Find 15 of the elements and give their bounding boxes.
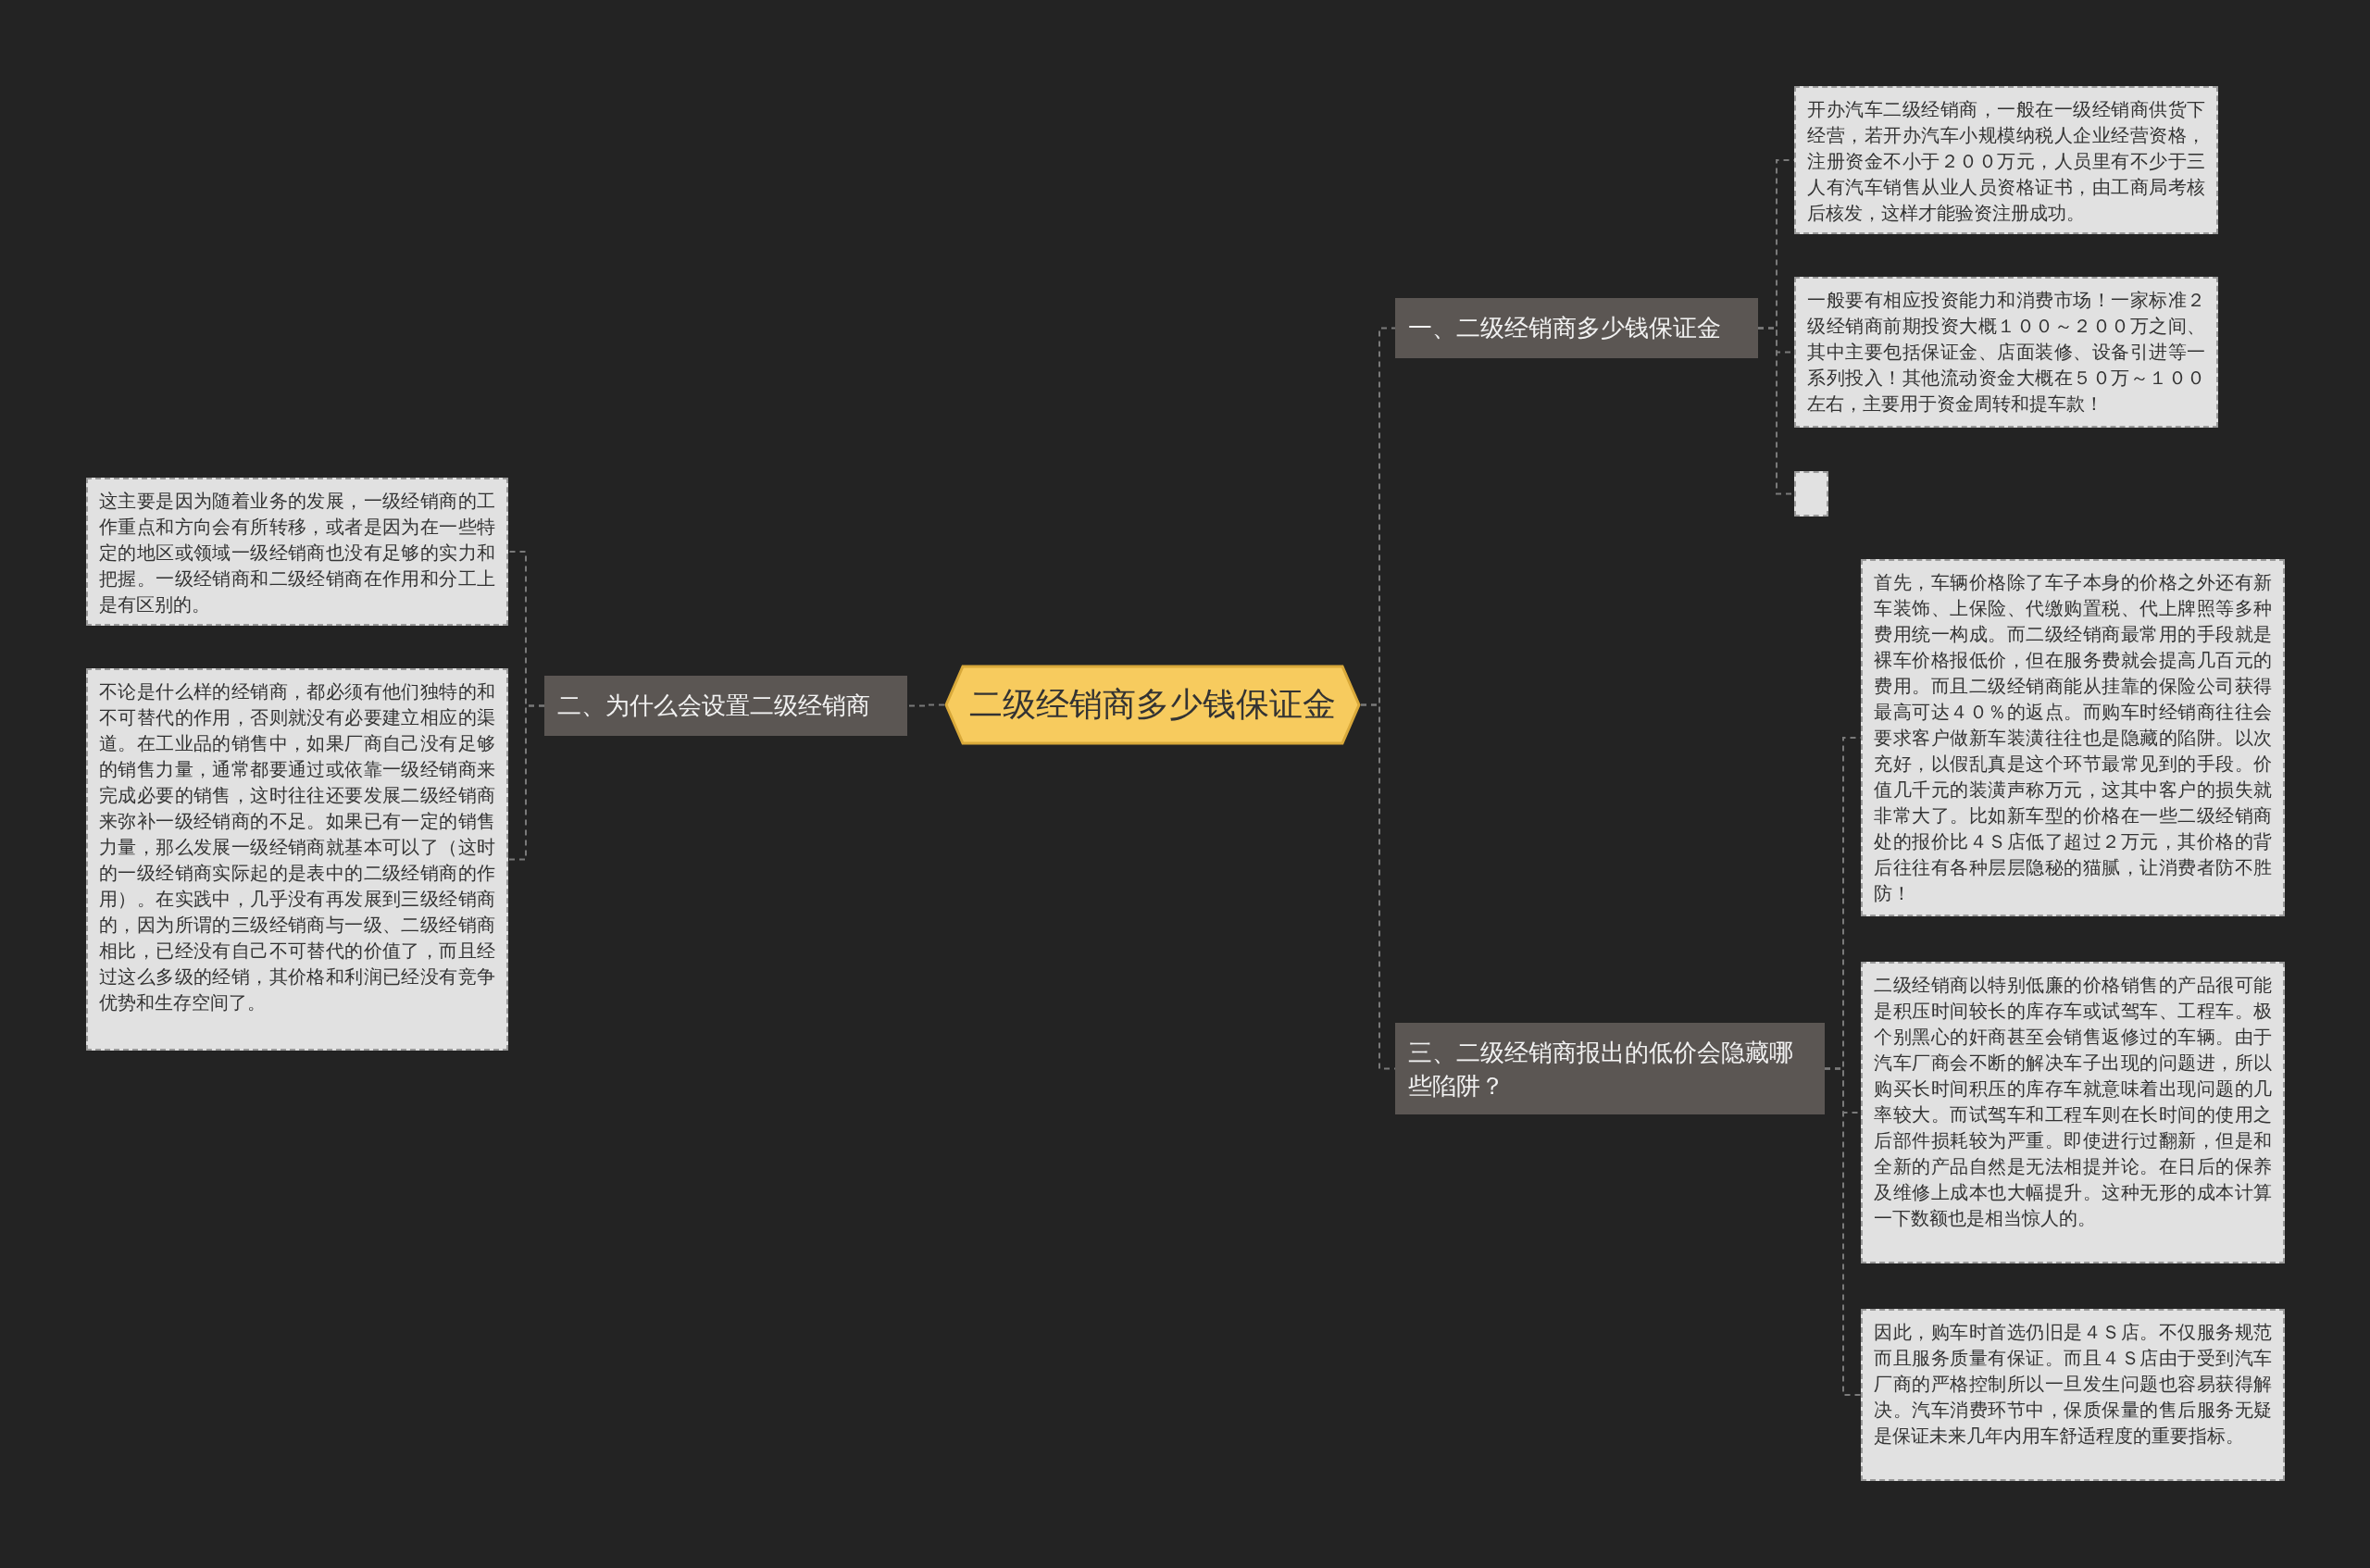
note-box: 因此，购车时首选仍旧是４Ｓ店。不仅服务规范而且服务质量有保证。而且４Ｓ店由于受到汽车厂商的严格控制所以一旦发生问题也容易获得解决。汽车消费环节中，保质保量的售后服务无疑是保证未来几年内用车舒适程度的重要指标。 [1861, 1309, 2285, 1481]
note-box: 二级经销商以特别低廉的价格销售的产品很可能是积压时间较长的库存车或试驾车、工程车。极个别黑心的奸商甚至会销售返修过的车辆。由于汽车厂商会不断的解决车子出现的问题进，所以购买长时间积压的库存车就意味着出现问题的几率较大。而试驾车和工程车则在长时间的使用之后部件损耗较为严重。即使进行过翻新，但是和全新的产品自然是无法相提并论。在日后的保养及维修上成本也大幅提升。这种无形的成本计算一下数额也是相当惊人的。 [1861, 962, 2285, 1263]
branch-topic: 二、为什么会设置二级经销商 [544, 676, 907, 736]
central-topic: 二级经销商多少钱保证金 [944, 665, 1361, 745]
branch-topic: 一、二级经销商多少钱保证金 [1395, 298, 1758, 358]
empty-box [1794, 471, 1828, 516]
connector-line [906, 703, 945, 707]
branch-topic: 三、二级经销商报出的低价会隐藏哪些陷阱？ [1395, 1023, 1825, 1114]
connector-line [1824, 1067, 1862, 1396]
connector-line [507, 704, 545, 861]
note-box: 不论是什么样的经销商，都必须有他们独特的和不可替代的作用，否则就没有必要建立相应的渠道。在工业品的销售中，如果厂商自己没有足够的销售力量，通常都要通过或依靠一级经销商来完成必要的销售，这时往往还要发展二级经销商来弥补一级经销商的不足。如果已有一定的销售力量，那么发展一级经销商就基本可以了（这时的一级经销商实际起的是表中的二级经销商的作用）。在实践中，几乎没有再发展到三级经销商的，因为所谓的三级经销商与一级、二级经销商相比，已经没有自己不可替代的价值了，而且经过这么多级的经销，其价格和利润已经没有竞争优势和生存空间了。 [86, 668, 508, 1051]
note-box: 首先，车辆价格除了车子本身的价格之外还有新车装饰、上保险、代缴购置税、代上牌照等多种费用统一构成。而二级经销商最常用的手段就是裸车价格报低价，但在服务费就会提高几百元的费用。而且二级经销商能从挂靠的保险公司获得最高可达４０％的返点。而购车时经销商往往会要求客户做新车装潢往往也是隐藏的陷阱。以次充好，以假乱真是这个环节最常见到的手段。价值几千元的装潢声称万元，这其中客户的损失就非常大了。比如新车型的价格在一些二级经销商处的报价比４Ｓ店低了超过２万元，其价格的背后往往有各种层层隐秘的猫腻，让消费者防不胜防！ [1861, 559, 2285, 916]
note-box: 一般要有相应投资能力和消费市场！一家标准２级经销商前期投资大概１００～２００万之间、其中主要包括保证金、店面装修、设备引进等一系列投入！其他流动资金大概在５０万～１００左右，主要用于资金周转和提车款！ [1794, 277, 2218, 428]
note-box: 这主要是因为随着业务的发展，一级经销商的工作重点和方向会有所转移，或者是因为在一些特定的地区或领域一级经销商也没有足够的实力和把握。一级经销商和二级经销商在作用和分工上是有区别的。 [86, 478, 508, 626]
note-box: 开办汽车二级经销商，一般在一级经销商供货下经营，若开办汽车小规模纳税人企业经营资格，注册资金不小于２００万元，人员里有不少于三人有汽车销售从业人员资格证书，由工商局考核后核发，这样才能验资注册成功。 [1794, 86, 2218, 234]
